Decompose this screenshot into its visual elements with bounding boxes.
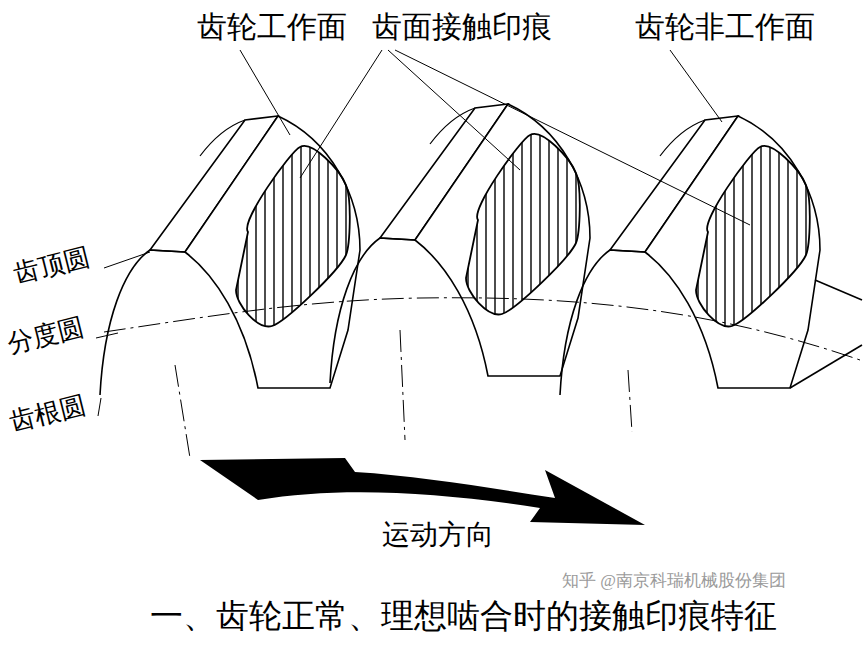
direction-label: 运动方向 — [380, 520, 496, 551]
leader-lines — [96, 50, 750, 416]
circle-label: 齿顶圆 — [9, 243, 95, 291]
caption: 一、齿轮正常、理想啮合时的接触印痕特征 — [148, 598, 779, 634]
part-label: 齿面接触印痕 — [370, 10, 554, 43]
circle-label: 分度圆 — [3, 313, 89, 361]
circle-label: 齿根圆 — [5, 391, 91, 439]
center-lines — [104, 298, 860, 458]
motion-arrow — [200, 458, 645, 525]
gear-teeth — [100, 104, 862, 395]
watermark: 知乎 @南京科瑞机械股份集团 — [560, 572, 788, 591]
part-label: 齿轮非工作面 — [633, 10, 817, 43]
part-label: 齿轮工作面 — [195, 10, 349, 43]
